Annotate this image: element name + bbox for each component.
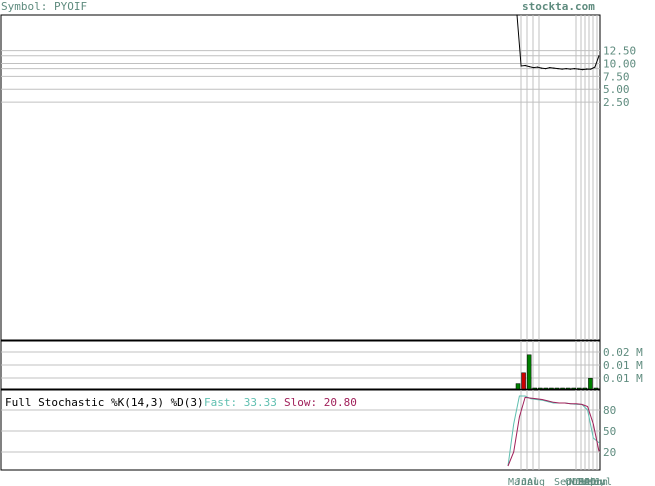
price-tick-label: 7.50 [603, 70, 630, 83]
price-point [553, 67, 555, 69]
x-axis-label: Jul [594, 477, 612, 486]
x-axis-label: Jan [575, 477, 593, 486]
volume-tick-label: 0.01 M [603, 372, 643, 385]
price-point [524, 64, 526, 67]
price-point [516, 14, 518, 16]
x-axis-label: Oct [565, 477, 583, 486]
volume-bar [554, 387, 560, 390]
volume-bar [593, 387, 599, 390]
price-point [598, 55, 600, 57]
x-axis-label: Nov [569, 477, 587, 486]
price-point [532, 66, 535, 69]
x-axis-label: Feb [578, 477, 596, 486]
price-point [573, 68, 576, 70]
price-frame [0, 14, 601, 341]
price-point [594, 66, 596, 68]
volume-bar [560, 387, 565, 390]
price-point [520, 65, 522, 67]
volume-bar [565, 387, 571, 390]
stochastic-panel: 80 50 20 Full Stochastic %K(14,3) %D(3)Fast… [0, 389, 616, 486]
price-point [536, 66, 539, 68]
x-axis-label: Jun [515, 477, 533, 486]
price-tick-label: 2.50 [603, 96, 630, 109]
price-tick-label: 12.50 [603, 45, 636, 58]
x-axis-label: Jun [590, 477, 608, 486]
stochastic-tick-label: 80 [603, 404, 616, 417]
price-tick-label: 5.00 [603, 83, 630, 96]
price-point [528, 65, 530, 68]
volume-bar [515, 383, 521, 390]
stochastic-tick-label: 20 [603, 446, 616, 459]
stochastic-fast-line [507, 395, 600, 467]
volume-bar [538, 387, 543, 390]
x-axis-label: May [587, 477, 605, 486]
stochastic-tick-label: 50 [603, 425, 616, 438]
x-axis-label: Mar [508, 477, 526, 486]
stochastic-fast-label: Fast: 33.33 [204, 396, 277, 409]
price-point [541, 67, 543, 69]
volume-bar [526, 354, 532, 390]
price-point [545, 68, 547, 70]
x-axis-label: Mar [581, 477, 599, 486]
price-point [577, 68, 580, 70]
price-point [549, 66, 551, 69]
volume-bar [549, 387, 554, 390]
x-axis-label: Sep [554, 477, 572, 486]
x-axis-label: Dec [572, 477, 590, 486]
price-point [561, 68, 563, 70]
price-tick-label: 10.00 [603, 57, 636, 70]
volume-bar [532, 387, 537, 390]
price-point [590, 68, 592, 70]
x-axis-label: Apr [584, 477, 602, 486]
volume-panel: 0.02 M0.01 M0.01 M [0, 340, 643, 390]
volume-bar [577, 387, 582, 390]
price-point [586, 68, 588, 70]
volume-bar [521, 372, 526, 390]
stochastic-slow-line [507, 396, 600, 467]
stochastic-frame [0, 389, 601, 471]
x-axis-label: Aug [527, 477, 545, 486]
volume-bar [588, 377, 593, 390]
volume-bar [543, 387, 549, 390]
price-line [516, 14, 600, 71]
symbol-label: Symbol: PYOIF [1, 0, 88, 13]
price-point [569, 68, 571, 70]
watermark: stockta.com [522, 0, 595, 13]
price-point [557, 68, 559, 70]
stochastic-slow-label: Slow: 20.80 [284, 396, 357, 409]
price-point [565, 68, 567, 70]
volume-bar [582, 387, 588, 390]
price-point [582, 69, 584, 71]
volume-tick-label: 0.01 M [603, 359, 643, 372]
volume-bar [571, 387, 576, 390]
stochastic-title: Full Stochastic %K(14,3) %D(3) [5, 396, 204, 409]
x-axis-label: Jul [521, 477, 539, 486]
volume-tick-label: 0.02 M [603, 346, 643, 359]
